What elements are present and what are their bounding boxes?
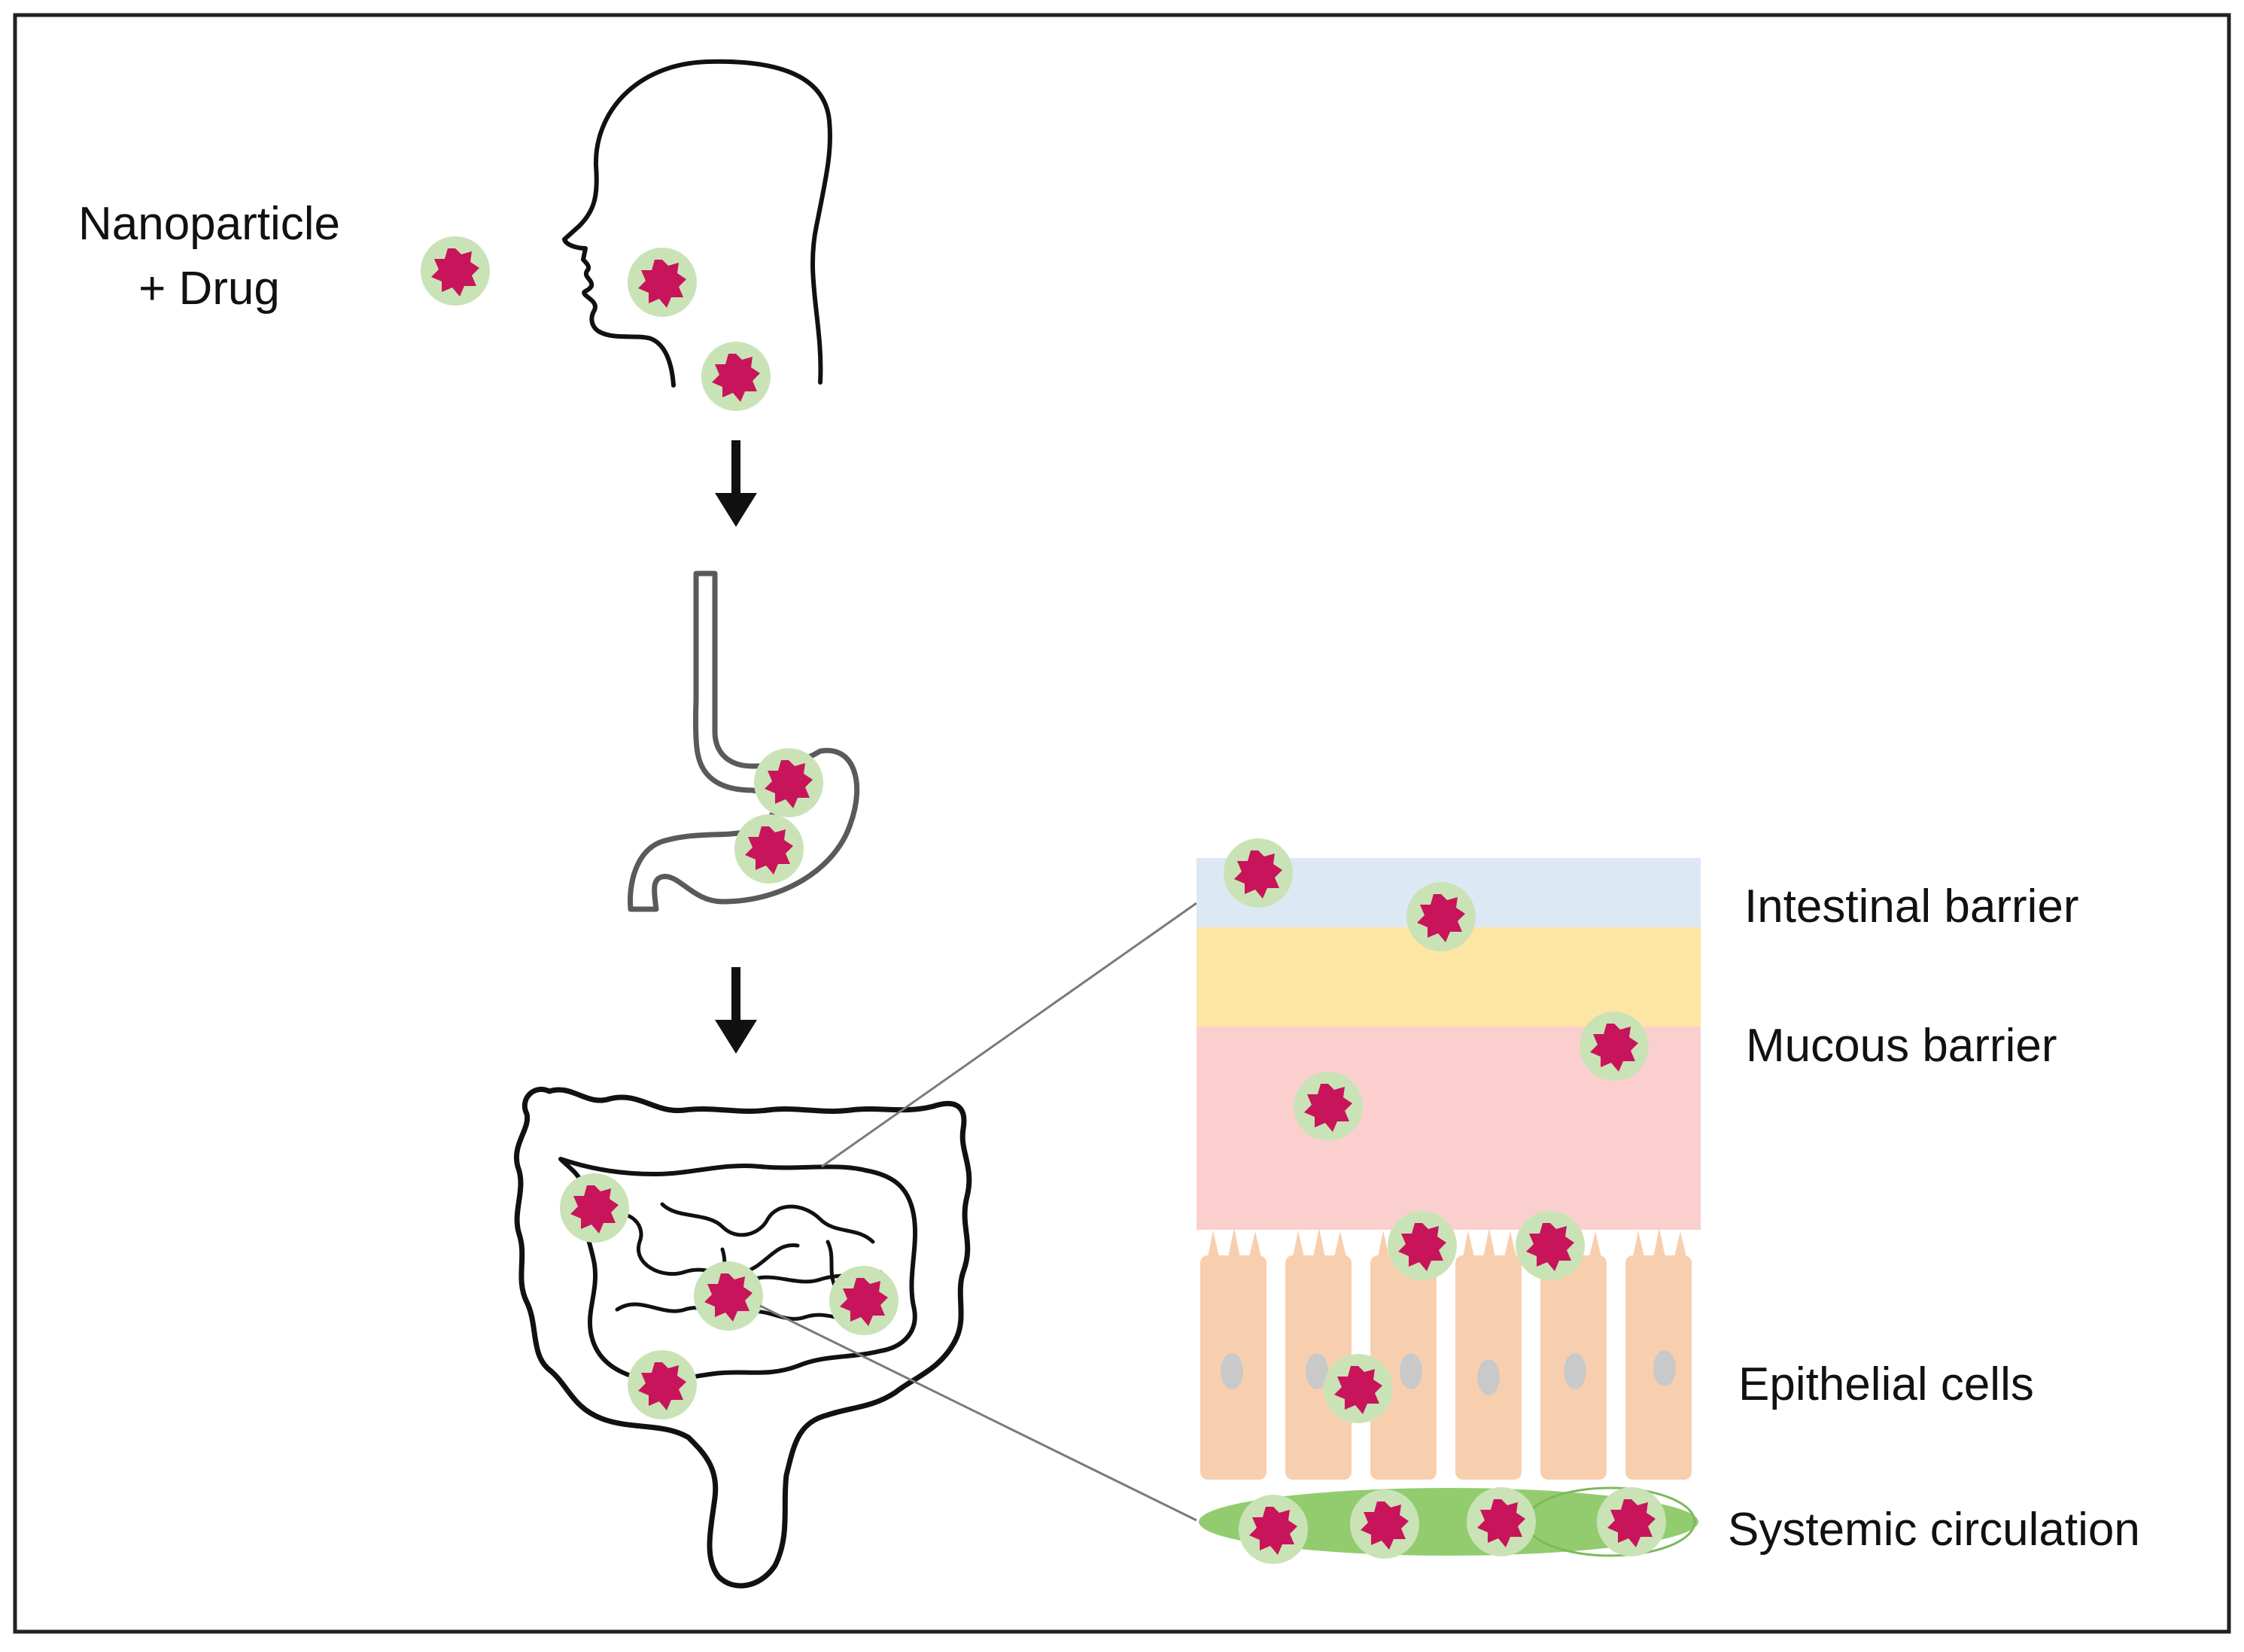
label-systemic-circulation: Systemic circulation <box>1728 1504 2140 1556</box>
nanoparticle-icon <box>628 248 697 317</box>
human-head-icon <box>562 59 833 388</box>
nanoparticle-icon <box>421 236 490 306</box>
nanoparticle-icon <box>734 814 804 884</box>
nucleus <box>1477 1359 1500 1395</box>
nanoparticle-icon <box>1239 1495 1308 1564</box>
esophagus-stomach-icon <box>628 570 860 912</box>
nanoparticle-icon <box>694 1261 763 1331</box>
down-arrow-icon <box>715 440 757 527</box>
nucleus <box>1653 1350 1676 1386</box>
nanoparticle-icon <box>1294 1072 1363 1141</box>
zoom-line-bottom <box>759 1304 1197 1522</box>
nanoparticle-icon <box>1516 1211 1585 1280</box>
nanoparticle-icon <box>1324 1354 1393 1423</box>
label-drug: + Drug <box>138 263 280 315</box>
epithelial-cells-row <box>1200 1228 1692 1480</box>
nucleus <box>1221 1353 1243 1389</box>
nanoparticle-icon <box>1580 1012 1649 1081</box>
down-arrow-icon <box>715 967 757 1054</box>
nanoparticle-icon <box>829 1266 899 1335</box>
label-epithelial-cells: Epithelial cells <box>1738 1358 2034 1410</box>
label-mucous-barrier: Mucous barrier <box>1746 1020 2057 1072</box>
intestine-icon <box>514 1086 972 1589</box>
nanoparticle-icon <box>560 1173 629 1243</box>
nanoparticle-icon <box>1350 1489 1419 1559</box>
nucleus <box>1400 1353 1422 1389</box>
epithelial-cell <box>1455 1228 1522 1480</box>
epithelial-cell <box>1200 1228 1266 1480</box>
systemic-circulation-vessel <box>1199 1488 1698 1556</box>
nucleus <box>1564 1353 1586 1389</box>
nanoparticle-icon <box>701 342 771 411</box>
label-nanoparticle: Nanoparticle <box>78 198 340 250</box>
nucleus <box>1306 1353 1328 1389</box>
barrier-layers-panel <box>1196 838 1701 1564</box>
epithelial-cell <box>1285 1228 1352 1480</box>
label-intestinal-barrier: Intestinal barrier <box>1744 881 2079 932</box>
epithelial-cell <box>1625 1228 1692 1480</box>
nanoparticle-icon <box>1406 882 1476 951</box>
nanoparticle-icon <box>1597 1487 1666 1556</box>
figure-frame <box>13 13 2231 1634</box>
nanoparticle-icon <box>1467 1487 1536 1556</box>
nanoparticle-icon <box>1388 1211 1457 1280</box>
nanoparticle-icon <box>754 748 823 817</box>
nanoparticle-icon <box>628 1350 697 1419</box>
zoom-line-top <box>821 902 1197 1168</box>
nanoparticle-icon <box>1224 838 1293 908</box>
